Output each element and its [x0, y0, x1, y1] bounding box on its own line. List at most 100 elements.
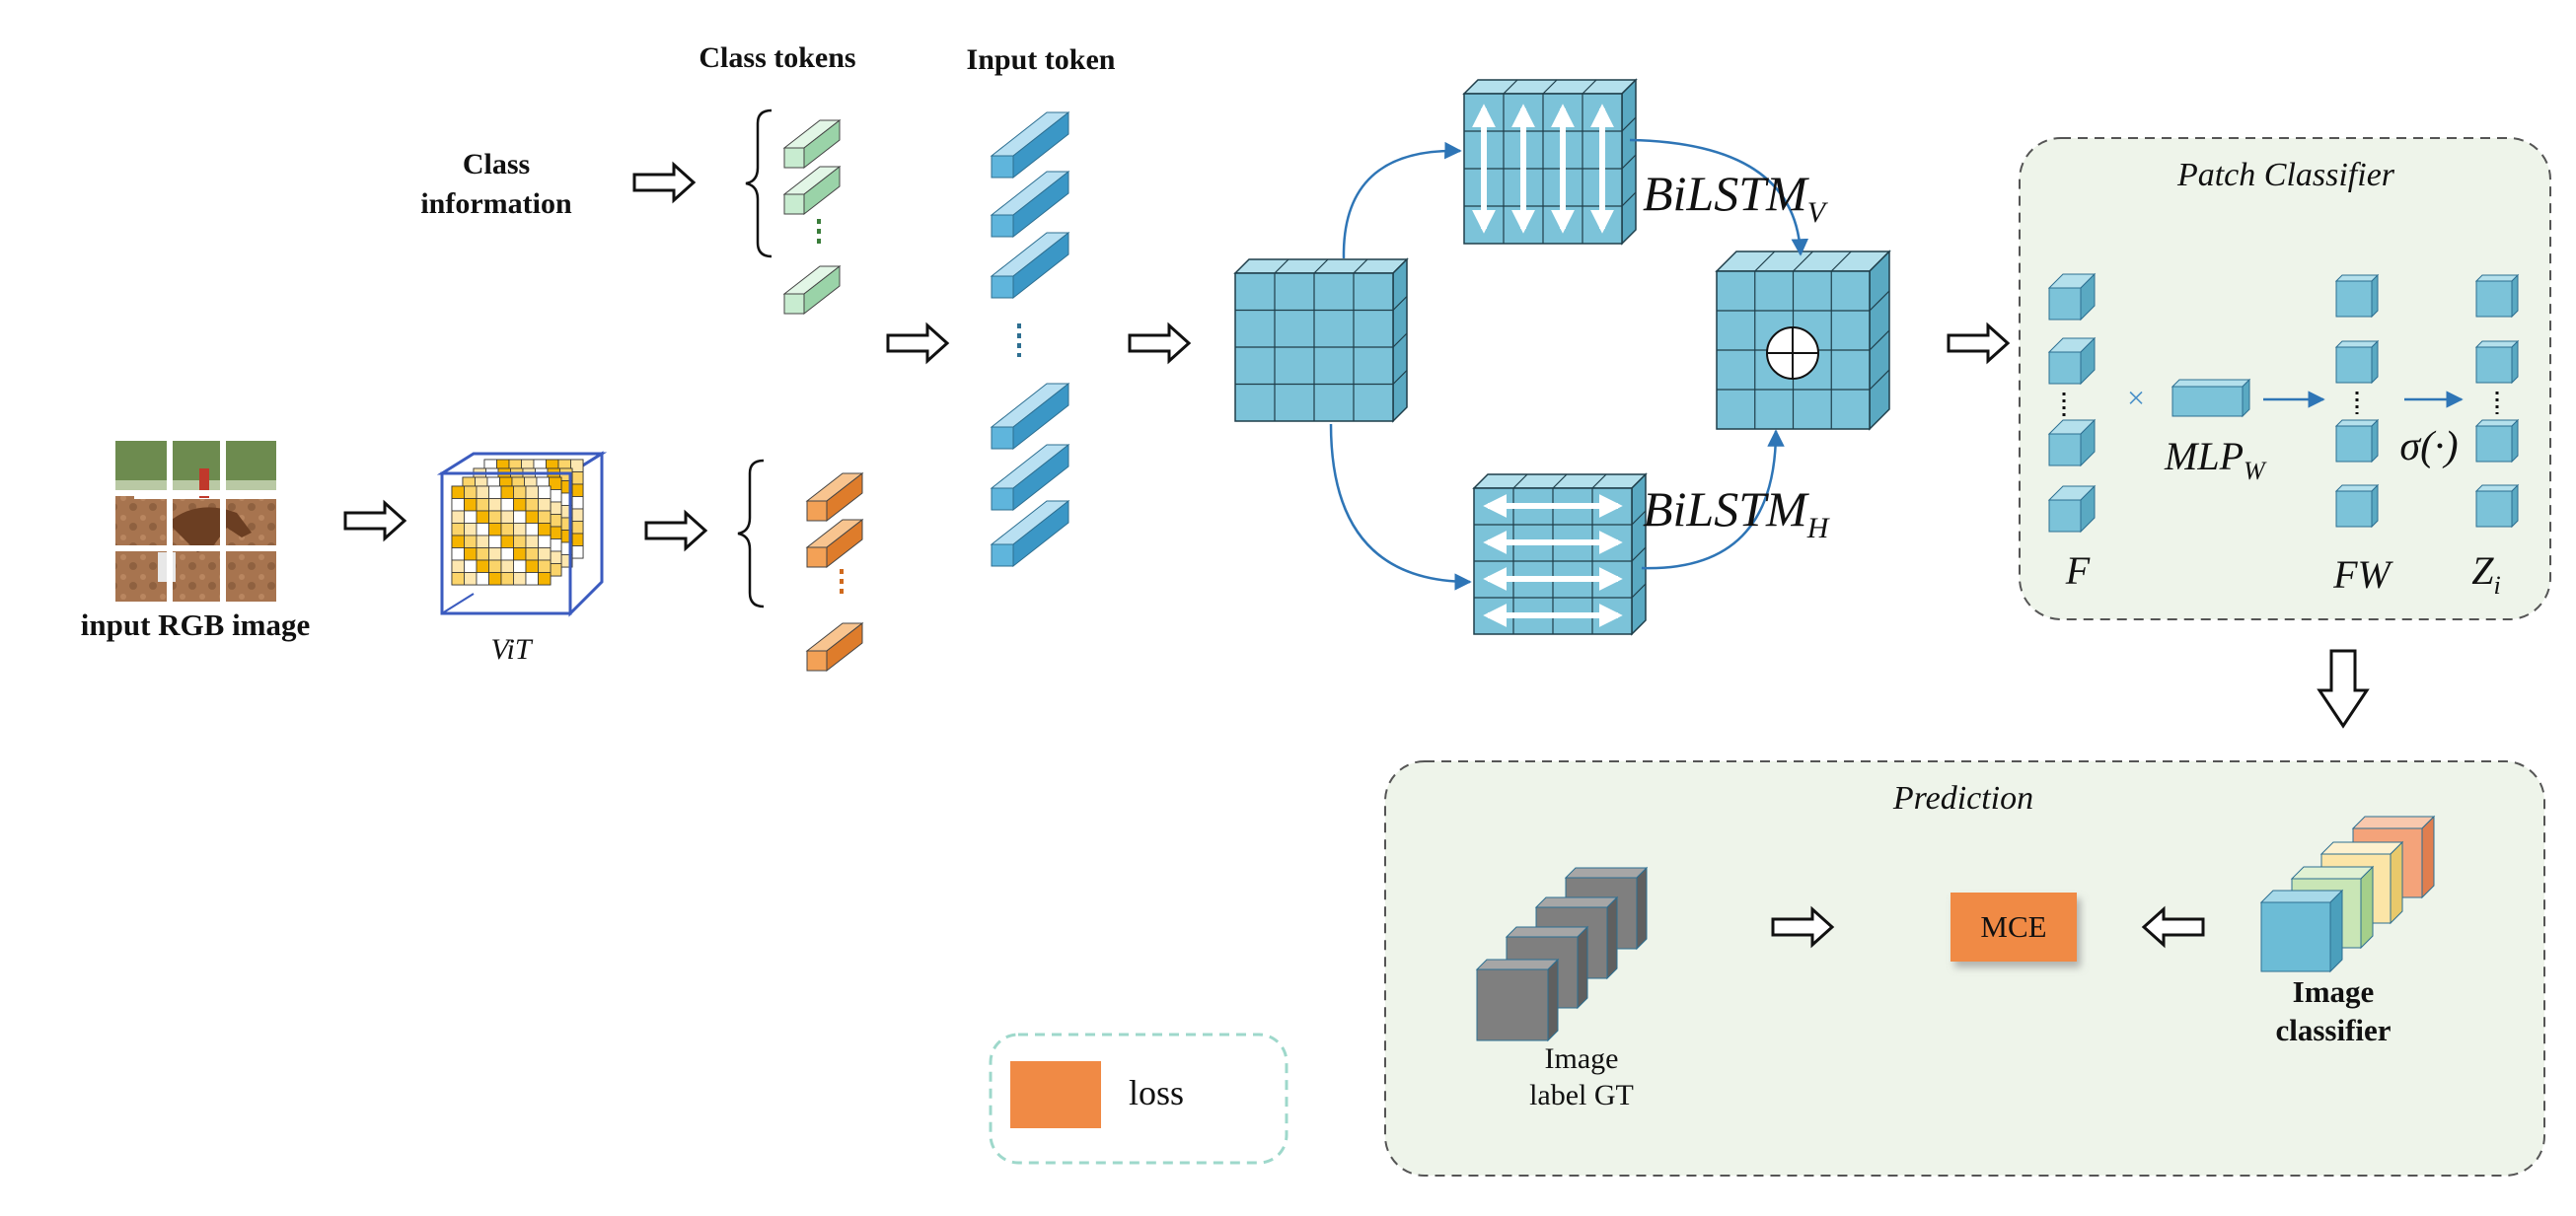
class-tokens-green [782, 118, 842, 316]
token-bar [805, 518, 864, 569]
token-bar [990, 231, 1070, 300]
vit-cell [476, 559, 489, 573]
small-cube [1475, 958, 1560, 1042]
vit-cell [488, 523, 502, 536]
vit-cell [500, 572, 514, 586]
brace-bottom [737, 459, 765, 608]
cube-top [2171, 379, 2251, 388]
cube-top [2474, 484, 2520, 492]
small-cube [2474, 483, 2520, 529]
vit-cell [476, 510, 489, 524]
cube-face [2475, 490, 2513, 528]
vit-cell [464, 523, 478, 536]
vit-cell [513, 485, 527, 499]
cube-side [2371, 418, 2379, 464]
vit-cell [525, 572, 539, 586]
cube-side [2511, 273, 2519, 319]
patch-classifier-title: Patch Classifier [2176, 157, 2395, 193]
cube-top [1505, 926, 1589, 938]
vit-cell [488, 485, 502, 499]
class-information-label-line1: Class [463, 148, 530, 180]
cube-face [2475, 346, 2513, 384]
cube-side [2329, 889, 2343, 973]
legend-loss-label: loss [1129, 1073, 1184, 1112]
vit-cell [464, 510, 478, 524]
cube-top [1475, 959, 1560, 970]
vit-cell [513, 523, 527, 536]
cube-grid-line [1869, 369, 1890, 391]
small-cube [2334, 339, 2380, 385]
vit-cell [500, 559, 514, 573]
vit-cell [538, 498, 552, 512]
sigma-label: σ(·) [2399, 424, 2458, 469]
cube-side [2360, 865, 2374, 950]
cube-grid-line [1754, 250, 1776, 272]
cube-face [2260, 901, 2331, 972]
flow-arrow-to-h [1329, 423, 1472, 591]
cube-grid-line [1631, 583, 1647, 599]
fw-label: FW [2332, 552, 2393, 597]
cube-top [2351, 816, 2436, 829]
flow-arrow-h-to-out [1641, 429, 1785, 570]
cube-grid-line [1503, 79, 1518, 95]
vit-cell [464, 547, 478, 561]
token-bar [990, 443, 1070, 512]
cube-top [2334, 484, 2380, 492]
image-classifier-blocks [2259, 815, 2436, 973]
small-cube [2334, 273, 2380, 319]
cube-face [1476, 968, 1549, 1041]
vit-cell [500, 498, 514, 512]
cube-side [2511, 418, 2519, 464]
cube-grid-line [1621, 154, 1637, 170]
token-face [783, 147, 805, 169]
vit-cell [451, 572, 465, 586]
cube-top [1534, 896, 1619, 908]
cube-top [2334, 419, 2380, 427]
token-face [991, 155, 1014, 179]
token-face [991, 275, 1014, 299]
cube-side [2390, 840, 2403, 925]
fused-output-cube [1715, 250, 1891, 431]
vit-cell [464, 559, 478, 573]
legend-loss-swatch [1010, 1061, 1101, 1128]
flow-arrow-to-v [1342, 141, 1462, 259]
mlp-block [2171, 378, 2251, 418]
cube-top [2474, 274, 2520, 282]
cube-face [2335, 490, 2373, 528]
token-face [806, 650, 828, 672]
cube-side [2242, 378, 2250, 418]
input-image-label: input RGB image [81, 608, 311, 642]
vit-cell [451, 559, 465, 573]
vit-cell [451, 485, 465, 499]
cube-side [2511, 339, 2519, 385]
cube-top [1564, 867, 1649, 879]
vit-cell [538, 523, 552, 536]
small-cube [2334, 483, 2380, 529]
f-label: F [2065, 548, 2091, 593]
vit-cell [525, 547, 539, 561]
hollow-arrow-icon [886, 322, 950, 365]
hollow-arrow-icon [1947, 322, 2011, 365]
vit-cell [500, 510, 514, 524]
image-classifier-line2: classifier [2275, 1013, 2391, 1047]
vit-cell [476, 485, 489, 499]
cube-grid-line [1582, 79, 1597, 95]
cube-side [2511, 483, 2519, 529]
vit-cell [451, 510, 465, 524]
vit-cell [488, 535, 502, 548]
vit-cell [525, 535, 539, 548]
vit-cell [488, 510, 502, 524]
vit-cell [451, 547, 465, 561]
token-bar [990, 110, 1070, 179]
cube-grid-line [1542, 79, 1558, 95]
small-cube [2047, 484, 2097, 534]
patch-classifier-cubes [2047, 272, 2520, 534]
bilstm-h-label: BiLSTMH [1643, 481, 1831, 544]
vit-cell [476, 535, 489, 548]
token-bar [990, 382, 1070, 451]
token-face [806, 546, 828, 568]
hollow-left-arrow-icon [2141, 905, 2205, 949]
vit-cell [464, 572, 478, 586]
vit-cell [476, 547, 489, 561]
